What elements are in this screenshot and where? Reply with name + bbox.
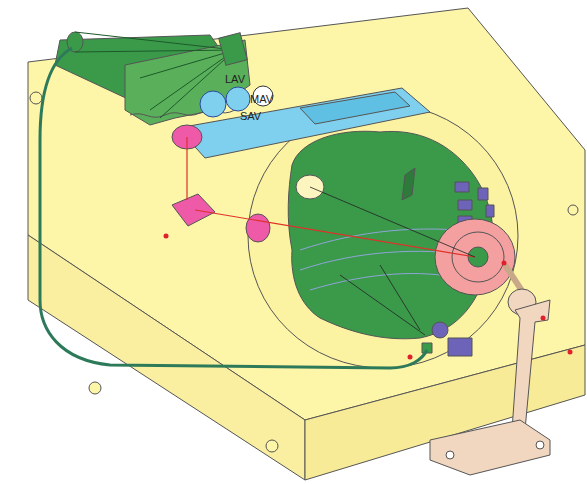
clip (458, 200, 472, 210)
detector (432, 322, 448, 338)
prism (172, 194, 215, 226)
fragment (402, 168, 415, 200)
hole (30, 92, 42, 104)
dot (408, 355, 413, 360)
mirror (219, 33, 247, 66)
dot (502, 261, 507, 266)
window (248, 104, 518, 368)
disc-center (468, 247, 488, 267)
clip (486, 205, 494, 217)
part-label: LAV (225, 73, 245, 85)
clip (478, 188, 488, 200)
part-label: MAV (250, 93, 273, 105)
tray (178, 88, 430, 158)
lever (512, 300, 550, 430)
disc-ring (452, 232, 504, 282)
hole (266, 440, 278, 452)
bracket (430, 420, 550, 475)
hole (568, 205, 578, 215)
clip (455, 182, 469, 192)
strings (75, 32, 235, 118)
beam (310, 187, 475, 335)
solenoid (448, 338, 472, 356)
aperture (200, 91, 226, 117)
bracket-hole (446, 451, 454, 459)
tray-well (300, 92, 410, 124)
lens (246, 214, 270, 242)
case-top (28, 8, 585, 420)
dot (164, 234, 169, 239)
hole (89, 382, 101, 394)
part-label: SAV (240, 110, 261, 122)
bracket-hole (536, 441, 544, 449)
case-right (305, 345, 585, 480)
dot (541, 316, 546, 321)
dot (568, 350, 573, 355)
cable (40, 48, 427, 368)
aperture (226, 87, 250, 111)
